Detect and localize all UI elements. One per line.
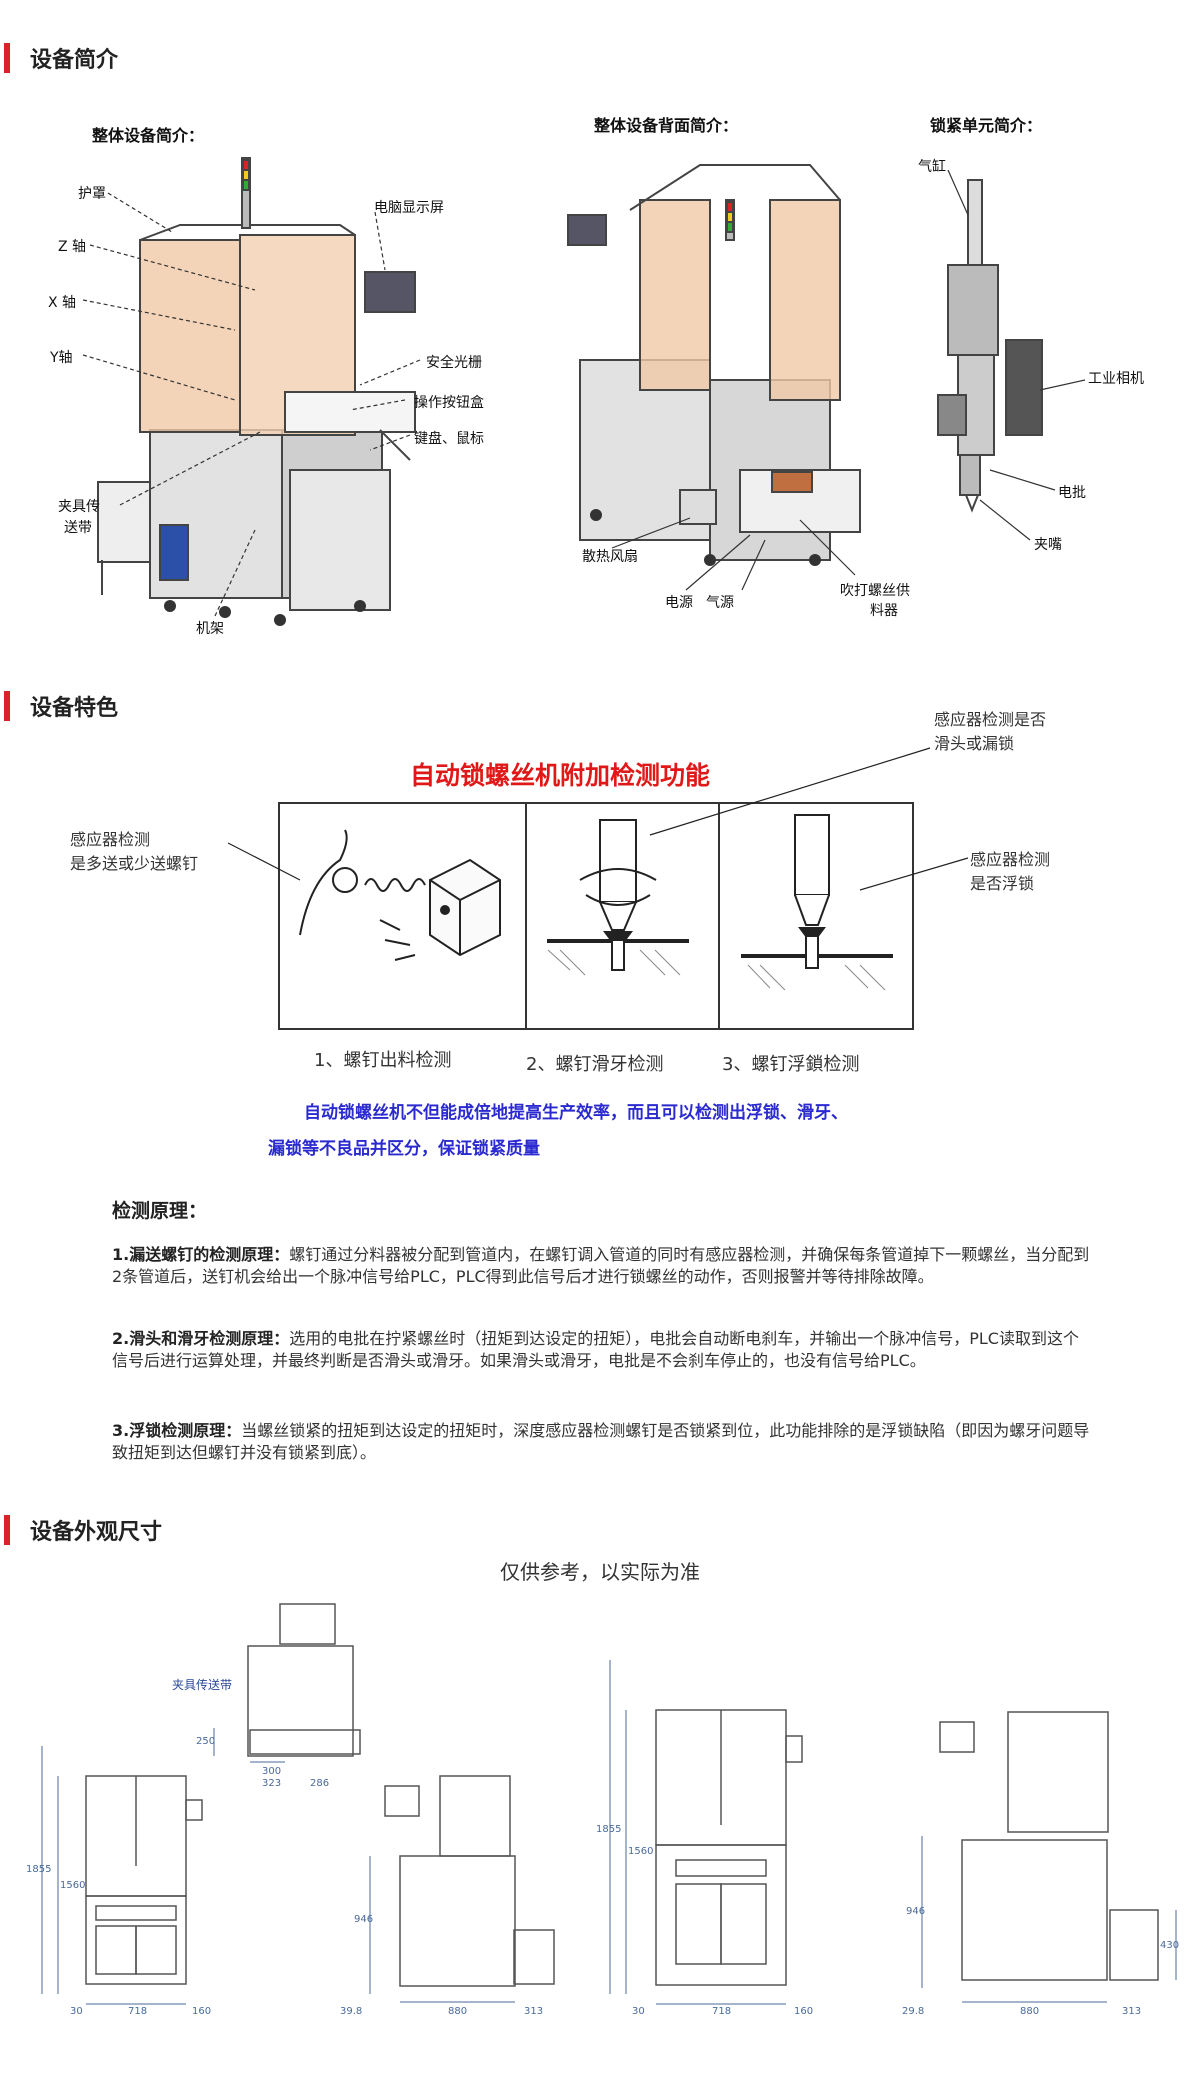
dimtop-w3: 286 [310,1778,330,1789]
dimensions-note: 仅供参考，以实际为准 [500,1560,700,1584]
feature-divider [525,802,527,1028]
callout-top-2: 滑头或漏锁 [934,734,1015,753]
dim4-left: 29.8 [902,2006,925,2017]
callout-right-2: 是否浮锁 [970,874,1035,893]
principle-paragraph-1: 1.漏送螺钉的检测原理：螺钉通过分料器被分配到管道内，在螺钉调入管道的同时有感应… [112,1244,1092,1288]
label-feeder-1: 吹打螺丝供 [840,583,910,599]
label-light-curtain: 安全光栅 [426,355,482,371]
section-title-intro: 设备简介 [0,40,118,76]
label-frame: 机架 [196,621,224,637]
principle-3-body: 当螺丝锁紧的扭矩到达设定的扭矩时，深度感应器检测螺钉是否锁紧到位，此功能排除的是… [112,1421,1090,1462]
caption-unit: 锁紧单元简介： [930,116,1043,135]
dimtop-w2: 323 [262,1778,282,1789]
principle-2-title: 2.滑头和滑牙检测原理： [112,1329,290,1348]
dim1-h2: 1560 [60,1880,86,1891]
label-fixture-belt-2: 送带 [64,520,92,536]
dim4-h: 946 [906,1906,926,1917]
section-marker [4,1515,10,1545]
feature-panels-frame [278,802,914,1030]
callout-left-2: 是多送或少送螺钉 [70,854,199,873]
principle-paragraph-2: 2.滑头和滑牙检测原理：选用的电批在拧紧螺丝时（扭矩到达设定的扭矩），电批会自动… [112,1328,1092,1372]
feature-divider [718,802,720,1028]
dim3-base: 30 [632,2006,645,2017]
callout-right-1: 感应器检测 [970,850,1051,869]
dim2-h: 946 [354,1914,374,1925]
callout-top-1: 感应器检测是否 [934,710,1047,729]
panel-label-2: 2、螺钉滑牙检测 [526,1054,664,1075]
dim4-right: 313 [1122,2006,1142,2017]
feature-illustrations [227,747,969,991]
section-title-text: 设备简介 [30,48,119,73]
label-keyboard: 键盘、鼠标 [414,431,484,447]
dim2-right: 313 [524,2006,544,2017]
dim2-left: 39.8 [340,2006,363,2017]
feature-title: 自动锁螺丝机附加检测功能 [410,761,711,790]
label-button-box: 操作按钮盒 [414,395,484,411]
fixture-belt-label: 夹具传送带 [172,1678,233,1692]
dim3-side: 160 [794,2006,814,2017]
label-feeder-2: 料器 [870,603,898,619]
principle-1-body: 螺钉通过分料器被分配到管道内，在螺钉调入管道的同时有感应器检测，并确保每条管道掉… [112,1245,1090,1286]
label-cylinder: 气缸 [918,159,946,175]
dim1-side: 160 [192,2006,212,2017]
section-marker [4,691,10,721]
label-fixture-belt-1: 夹具传 [58,499,100,515]
label-fan: 散热风扇 [582,549,638,565]
dim3-h2: 1560 [628,1846,654,1857]
label-y-axis: Y轴 [50,350,73,366]
section-title-text: 设备外观尺寸 [30,1520,163,1545]
label-cover: 护罩 [78,186,106,202]
section-marker [4,43,10,73]
dim3-w: 718 [712,2006,732,2017]
principle-3-title: 3.浮锁检测原理： [112,1421,242,1440]
panel-label-1: 1、螺钉出料检测 [314,1050,452,1071]
dim3-h1: 1855 [596,1824,622,1835]
principle-2-body: 选用的电批在拧紧螺丝时（扭矩到达设定的扭矩），电批会自动断电刹车，并输出一个脉冲… [112,1329,1079,1370]
feature-summary-line-2: 漏锁等不良品并区分，保证锁紧质量 [268,1139,540,1159]
label-x-axis: X 轴 [48,295,77,311]
label-monitor: 电脑显示屏 [374,200,444,216]
principle-heading: 检测原理： [112,1200,208,1222]
principle-paragraph-3: 3.浮锁检测原理：当螺丝锁紧的扭矩到达设定的扭矩时，深度感应器检测螺钉是否锁紧到… [112,1420,1092,1464]
caption-back: 整体设备背面简介： [594,116,739,135]
principle-1-title: 1.漏送螺钉的检测原理： [112,1245,290,1264]
label-nozzle: 夹嘴 [1034,537,1062,553]
dim4-w: 880 [1020,2006,1040,2017]
front-machine-illustration [82,157,421,626]
label-z-axis: Z 轴 [58,239,87,255]
dim1-w: 718 [128,2006,148,2017]
dim4-small: 430 [1160,1940,1180,1951]
label-camera: 工业相机 [1088,371,1144,387]
panel-label-3: 3、螺钉浮鎖检测 [722,1054,860,1075]
dimtop-h: 250 [196,1736,216,1747]
section-title-features: 设备特色 [0,688,118,724]
section-title-text: 设备特色 [30,696,119,721]
section-title-dimensions: 设备外观尺寸 [0,1512,162,1548]
locking-unit-illustration [937,169,1086,541]
dimtop-w1: 300 [262,1766,282,1777]
callout-left-1: 感应器检测 [70,830,151,849]
back-machine-illustration [567,164,861,591]
dim1-h1: 1855 [26,1864,52,1875]
label-air: 气源 [706,595,734,611]
dim1-base: 30 [70,2006,83,2017]
caption-front: 整体设备简介： [92,126,205,145]
feature-summary-line-1: 自动锁螺丝机不但能成倍地提高生产效率，而且可以检测出浮锁、滑牙、 [304,1103,848,1123]
dim2-w: 880 [448,2006,468,2017]
label-power: 电源 [665,595,693,611]
label-driver: 电批 [1058,485,1086,501]
